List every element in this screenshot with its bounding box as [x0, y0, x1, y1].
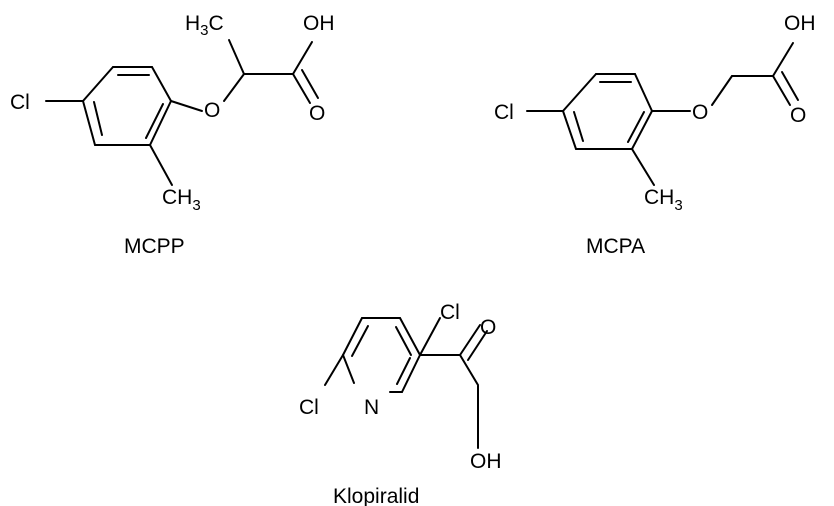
- mcpa-ch3-ch: CH: [644, 186, 674, 209]
- mcpa-ch3-subscript: 3: [674, 197, 682, 214]
- mcpp-caption: MCPP: [124, 235, 185, 258]
- mcpa-caption: MCPA: [586, 235, 645, 258]
- mcpp-cl-label: Cl: [10, 91, 30, 114]
- mcpp-ch3-ch: CH: [162, 186, 192, 209]
- mcpa-carbonyl-o-label: O: [790, 104, 806, 127]
- mcpp-ether-o-label: O: [204, 99, 220, 122]
- mcpa-structure: Cl O OH O CH3: [494, 12, 816, 214]
- mcpp-ch3-subscript: 3: [192, 197, 200, 214]
- mcpp-carbonyl-o-label: O: [309, 102, 325, 125]
- mcpp-ch3-label: CH3: [162, 186, 201, 214]
- mcpp-oh-label: OH: [303, 12, 335, 35]
- mcpp-h3c-h: H: [185, 12, 200, 35]
- mcpa-oh-label: OH: [784, 12, 816, 35]
- mcpp-h3c-c: C: [209, 12, 224, 35]
- mcpa-ether-o-label: O: [692, 101, 708, 124]
- klopiralid-carbonyl-o-label: O: [480, 316, 496, 339]
- mcpa-ch3-label: CH3: [644, 186, 683, 214]
- klopiralid-oh-label: OH: [470, 450, 502, 473]
- mcpp-h3c-label: H3C: [185, 12, 224, 39]
- klopiralid-cl-top-label: Cl: [440, 301, 460, 324]
- klopiralid-structure: Cl Cl N O OH: [299, 301, 502, 473]
- klopiralid-caption: Klopiralid: [333, 485, 419, 506]
- mcpp-structure: Cl O OH O H3C CH3: [10, 12, 335, 214]
- klopiralid-n-label: N: [364, 396, 379, 419]
- mcpp-h3c-subscript: 3: [200, 22, 208, 39]
- mcpa-cl-label: Cl: [494, 101, 514, 124]
- klopiralid-cl-left-label: Cl: [299, 396, 319, 419]
